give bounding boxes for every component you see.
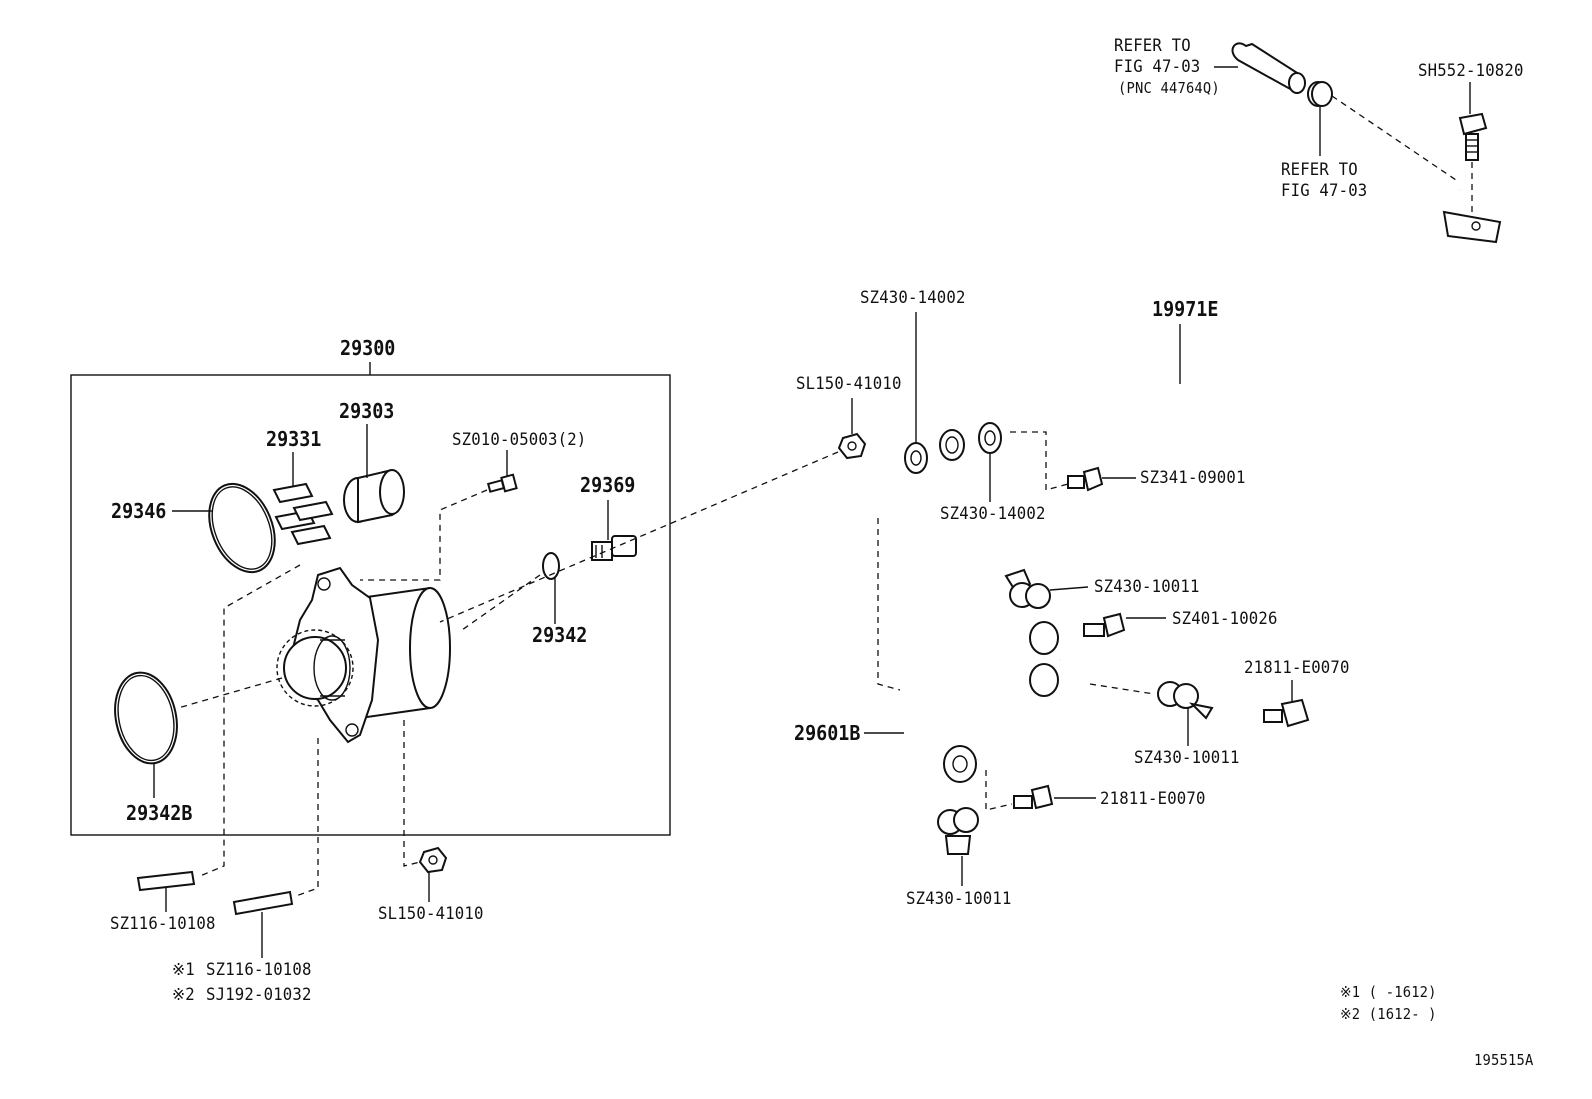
refer-hose-line3: (PNC 44764Q) — [1118, 79, 1220, 97]
label-21811-a: 21811-E0070 — [1244, 658, 1350, 678]
label-sz430-10011-a: SZ430-10011 — [1094, 577, 1200, 597]
pipe-29601B — [902, 621, 1087, 783]
label-sz116-a: SZ116-10108 — [110, 914, 216, 934]
clamp-sz430-10011-b — [1157, 681, 1214, 720]
bolt-sz401 — [1083, 612, 1126, 638]
mark1-label: ※1 — [172, 960, 195, 980]
washer-sz430-14002-a — [904, 442, 928, 474]
label-29342B: 29342B — [126, 801, 193, 825]
rotor-29303 — [343, 468, 405, 524]
label-29300: 29300 — [340, 336, 396, 360]
note-2: ※2 (1612- ) — [1340, 1005, 1437, 1023]
bolt-21811-b — [1013, 784, 1054, 810]
label-21811-b: 21811-E0070 — [1100, 789, 1206, 809]
sensor-29369 — [591, 535, 637, 561]
o-ring-29342B — [114, 671, 178, 765]
leader-lines — [153, 66, 1471, 958]
label-sz430-10011-b: SZ430-10011 — [1134, 748, 1240, 768]
label-sh552: SH552-10820 — [1418, 61, 1524, 81]
pipe-19971E — [939, 188, 1520, 461]
hose-refer-47-03 — [1231, 42, 1306, 94]
stud-sz116-a — [136, 870, 196, 892]
bolt-sz341 — [1067, 466, 1104, 492]
bolt-sz010 — [486, 473, 518, 493]
refer-hose-line1: REFER TO — [1114, 36, 1191, 56]
label-sz430-14002-bottom: SZ430-14002 — [940, 504, 1046, 524]
label-sz116-b: SZ116-10108 — [206, 960, 312, 980]
refer-clamp-line1: REFER TO — [1281, 160, 1358, 180]
o-ring-29346 — [208, 482, 276, 574]
nut-sl150-top — [837, 432, 867, 460]
vacuum-pump-illustration — [276, 566, 451, 744]
label-sl150-bottom: SL150-41010 — [378, 904, 484, 924]
clamp-refer-47-03 — [1307, 81, 1333, 107]
bolt-sh552 — [1458, 112, 1488, 161]
label-29346: 29346 — [111, 499, 167, 523]
bolt-21811-a — [1263, 698, 1310, 728]
mark2-label: ※2 — [172, 985, 195, 1005]
stud-sz116-b — [232, 890, 294, 916]
label-29303: 29303 — [339, 399, 395, 423]
note-1: ※1 ( -1612) — [1340, 983, 1437, 1001]
label-29342: 29342 — [532, 623, 588, 647]
label-sj192: SJ192-01032 — [206, 985, 312, 1005]
nut-sl150-bottom — [418, 846, 448, 874]
vanes-29331 — [272, 482, 334, 546]
label-29369: 29369 — [580, 473, 636, 497]
label-sz430-10011-c: SZ430-10011 — [906, 889, 1012, 909]
label-29601B: 29601B — [794, 721, 861, 745]
washer-sz430-14002-b — [978, 422, 1002, 454]
label-19971E: 19971E — [1152, 297, 1219, 321]
label-sz341: SZ341-09001 — [1140, 468, 1246, 488]
refer-clamp-line2: FIG 47-03 — [1281, 181, 1368, 201]
o-ring-29346-inner — [211, 486, 273, 570]
label-29331: 29331 — [266, 427, 322, 451]
label-sl150-top: SL150-41010 — [796, 374, 902, 394]
label-sz401: SZ401-10026 — [1172, 609, 1278, 629]
clamp-sz430-10011-a — [1004, 568, 1051, 609]
label-sz430-14002-top: SZ430-14002 — [860, 288, 966, 308]
refer-hose-line2: FIG 47-03 — [1114, 57, 1201, 77]
clamp-sz430-10011-c — [937, 807, 979, 855]
o-ring-29342B-inner — [117, 674, 175, 762]
figure-id: 195515A — [1474, 1051, 1534, 1069]
label-sz010: SZ010-05003(2) — [452, 430, 587, 450]
gasket-29342 — [542, 552, 560, 580]
